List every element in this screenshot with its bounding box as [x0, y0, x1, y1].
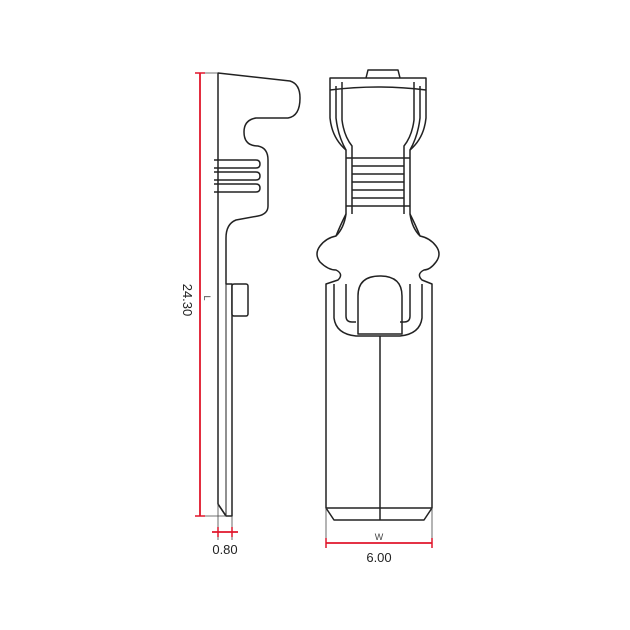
- length-value: 24.30: [180, 284, 195, 317]
- front-lance-window: [357, 275, 403, 335]
- front-tip: [325, 507, 433, 521]
- width-dimension: W 6.00: [325, 508, 433, 565]
- length-dimension: 24.30 L: [180, 72, 226, 517]
- thickness-dimension: 0.80: [212, 504, 238, 557]
- side-profile: [217, 72, 301, 517]
- front-ribs: [346, 157, 410, 207]
- side-ribs: [214, 159, 261, 193]
- length-symbol: L: [202, 295, 212, 300]
- front-view: [316, 69, 440, 521]
- side-view: [214, 72, 301, 517]
- side-tip: [217, 503, 227, 517]
- width-symbol: W: [375, 532, 384, 542]
- side-lance: [231, 283, 249, 317]
- thickness-value: 0.80: [212, 542, 237, 557]
- width-value: 6.00: [366, 550, 391, 565]
